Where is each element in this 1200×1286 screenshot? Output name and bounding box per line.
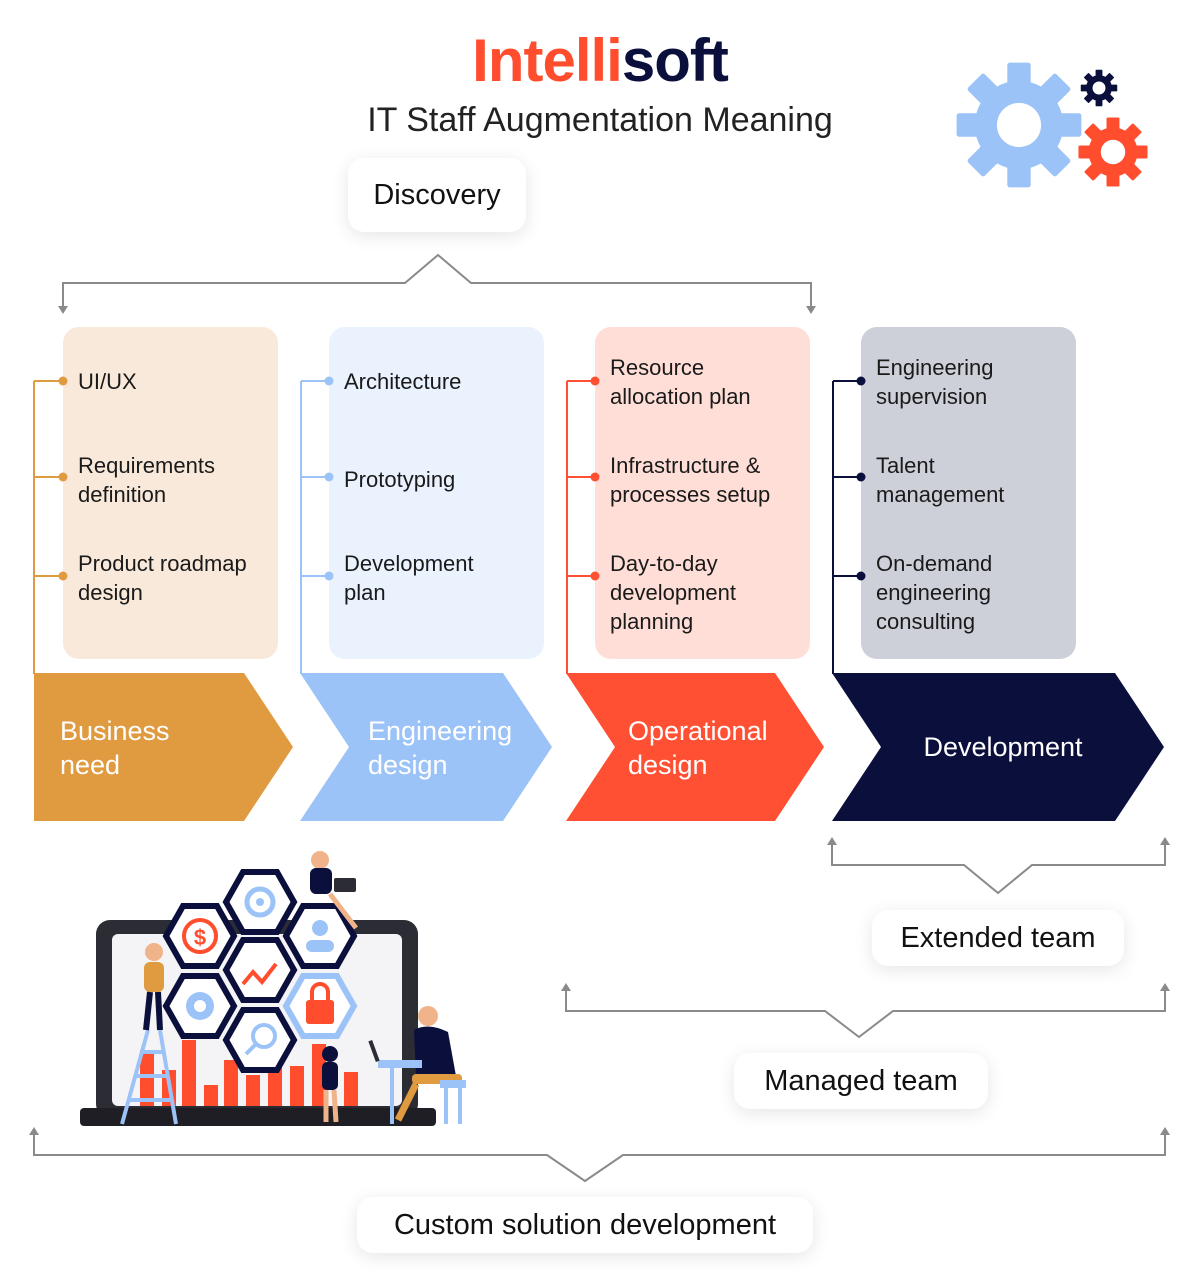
bullet-dot [856,376,866,386]
stage-card-development [861,327,1076,659]
custom-solution-label: Custom solution development [357,1197,813,1253]
person-illustration [143,943,164,1031]
chevron-operational-design [566,673,824,821]
person-illustration [368,1006,466,1124]
card-item: Product roadmap design [78,551,247,605]
bullet-dot [324,571,334,581]
bullet-dot [856,472,866,482]
bullet-dot [590,376,600,386]
card-item: Resource allocation plan [610,355,751,409]
discovery-label: Discovery [348,158,526,232]
brand-logo-part2: soft [621,27,729,94]
stage-label: Operational design [628,716,768,780]
card-item: On-demand engineering consulting [876,551,993,634]
chart-icon [222,937,298,1003]
bullet-dot [324,376,334,386]
stage-card-operational-design [595,327,810,659]
stage-label: Business need [60,716,170,780]
dollar-icon [162,903,238,969]
person-illustration [322,1046,339,1123]
chevron-business-need [34,673,293,821]
bullet-dot [58,571,68,581]
card-item: Prototyping [344,467,456,492]
managed-team-label: Managed team [734,1053,988,1109]
stage-card-engineering-design [329,327,544,659]
bullet-dot [58,472,68,482]
card-item: Development plan [344,551,474,605]
bullet-dot [590,472,600,482]
gear-icon [1080,69,1118,107]
stage-label: Development [923,732,1083,762]
bullet-dot [856,571,866,581]
card-item: Requirements definition [78,453,215,507]
svg-text:$: $ [194,925,206,950]
card-item: Architecture [344,369,462,394]
card-item: Day-to-day development planning [610,551,736,634]
chevron-engineering-design [300,673,552,821]
person-illustration [310,851,358,930]
bullet-dot [324,472,334,482]
chevron-development [832,673,1164,821]
card-item: UI/UX [78,369,137,394]
gear-icon [1078,117,1148,187]
brand-logo: Intellisoft [0,26,1200,96]
ladder-illustration [120,1029,178,1125]
brand-logo-part1: Intelli [472,27,623,94]
card-item: Talent management [876,453,1005,507]
card-item: Infrastructure & processes setup [610,453,771,507]
bullet-dot [590,571,600,581]
card-item: Engineering supervision [876,355,994,409]
gear-icon [956,62,1082,188]
page-title: IT Staff Augmentation Meaning [367,101,833,139]
stage-label: Engineering design [368,716,513,780]
extended-team-label: Extended team [872,910,1124,966]
bullet-dot [58,376,68,386]
stage-card-business-need [63,327,278,659]
search-icon [222,1007,298,1073]
